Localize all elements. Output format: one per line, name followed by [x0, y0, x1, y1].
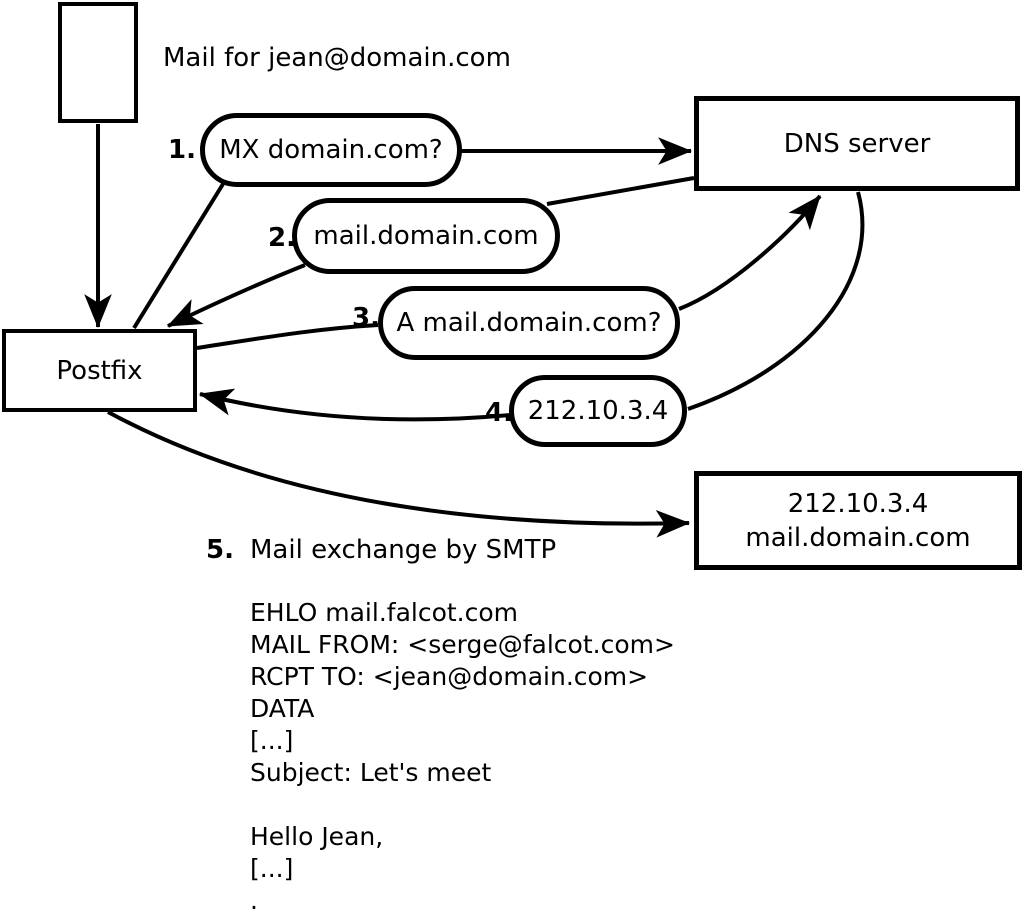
response4-bubble-label: 212.10.3.4 — [527, 396, 669, 426]
diagram-title: Mail for jean@domain.com — [163, 43, 511, 73]
query3-bubble-label: A mail.domain.com? — [396, 308, 662, 338]
postfix-node: Postfix — [2, 329, 197, 412]
mail-message-node — [58, 2, 138, 123]
step2-number: 2. — [268, 223, 296, 253]
postfix-node-label: Postfix — [56, 355, 143, 386]
line-dns-to-response4 — [687, 191, 865, 411]
mailserver-node-lines: 212.10.3.4 mail.domain.com — [745, 487, 970, 555]
step1-number: 1. — [168, 135, 196, 165]
query1-bubble-label: MX domain.com? — [219, 135, 443, 165]
query3-bubble: A mail.domain.com? — [378, 286, 680, 360]
response2-bubble-label: mail.domain.com — [313, 221, 539, 251]
step4-number: 4. — [485, 398, 513, 428]
step5-label: Mail exchange by SMTP — [250, 535, 557, 565]
arrow-response4-to-postfix — [198, 388, 511, 422]
mailserver-ip: 212.10.3.4 — [787, 488, 929, 519]
arrow-postfix-to-mailserver — [107, 410, 691, 538]
mailserver-hostname: mail.domain.com — [745, 522, 971, 553]
step5-number: 5. — [206, 535, 234, 565]
smtp-session-text: EHLO mail.falcot.com MAIL FROM: <serge@f… — [250, 598, 675, 915]
line-postfix-to-query1 — [132, 182, 225, 330]
line-dns-to-response2 — [546, 176, 695, 206]
query1-bubble: MX domain.com? — [200, 113, 462, 187]
line-postfix-to-query3 — [196, 323, 379, 350]
dns-server-node-label: DNS server — [783, 128, 931, 159]
dns-server-node: DNS server — [694, 96, 1020, 191]
step3-number: 3. — [352, 303, 380, 333]
mailserver-node: 212.10.3.4 mail.domain.com — [694, 471, 1022, 570]
response2-bubble: mail.domain.com — [292, 198, 560, 274]
arrow-query3-to-dns — [678, 194, 822, 311]
response4-bubble: 212.10.3.4 — [509, 375, 687, 447]
arrow-response2-to-postfix — [167, 263, 306, 328]
